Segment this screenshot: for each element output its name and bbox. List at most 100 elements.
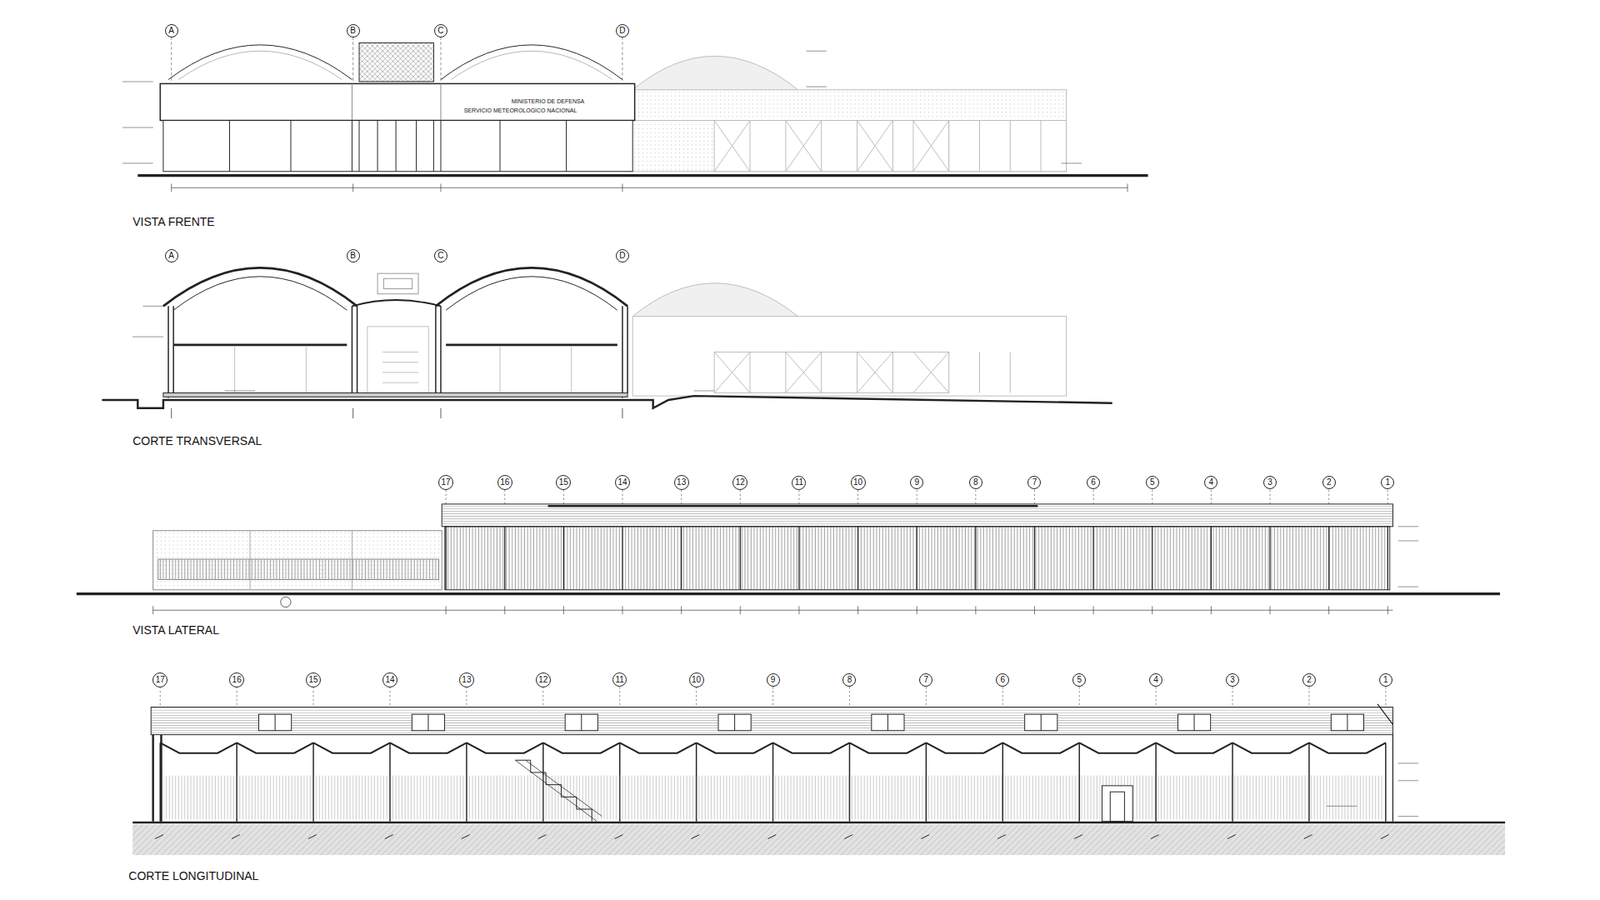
grid-line (1079, 686, 1080, 707)
footing-mark (844, 835, 853, 840)
grid-bubble: 3 (1225, 673, 1240, 687)
column-line (975, 526, 976, 590)
column-line (680, 526, 682, 590)
grid-bubble: C (434, 249, 448, 263)
dimension-tick (1270, 605, 1271, 615)
grid-line (1210, 490, 1212, 505)
column-line (798, 526, 800, 590)
grid-line (465, 686, 467, 707)
ceiling-profile (160, 742, 237, 753)
column-line (1151, 526, 1153, 590)
grid-bubble: 3 (1263, 475, 1277, 490)
grid-line (1093, 490, 1095, 505)
grid-bubble: C (434, 24, 448, 38)
grid-line (1270, 490, 1271, 505)
grid-bubble: 12 (732, 475, 748, 490)
footing-mark (997, 835, 1006, 840)
footing-mark (155, 835, 164, 840)
grid-line (622, 490, 624, 505)
grid-label: B (350, 251, 356, 260)
column-line (740, 526, 741, 590)
grid-bubble: 4 (1149, 673, 1163, 687)
grid-line (1002, 686, 1004, 707)
dimension-tick (1034, 605, 1035, 615)
grid-label: 16 (232, 675, 242, 685)
clerestory-mullion (734, 714, 735, 731)
grid-line (563, 490, 565, 505)
ceiling-profile (1232, 742, 1310, 753)
ceiling-profile (1079, 742, 1156, 753)
grid-bubble: 14 (382, 672, 398, 688)
grid-bubble: 4 (1204, 475, 1218, 490)
grid-label: 13 (676, 478, 686, 487)
grid-line (236, 686, 238, 707)
side-elevation (76, 490, 1500, 615)
grid-label: 3 (1267, 478, 1273, 487)
grid-bubble: D (615, 249, 630, 263)
footing-mark (308, 835, 317, 840)
grid-label: 10 (853, 478, 863, 487)
footing-mark (231, 835, 240, 840)
grid-bubble: 9 (766, 673, 780, 687)
column-line (445, 526, 446, 590)
ceiling-profile (466, 742, 544, 753)
grid-line (1387, 490, 1389, 505)
grid-label: 11 (795, 478, 804, 487)
column-line (1385, 742, 1386, 821)
view-title: VISTA FRENTE (132, 215, 215, 228)
grid-bubble: 16 (229, 672, 245, 688)
grid-bubble: 1 (1379, 673, 1393, 687)
grid-line (619, 686, 620, 707)
ceiling-profile (1002, 742, 1080, 753)
grid-bubble: 11 (791, 475, 806, 490)
grid-bubble: A (165, 249, 179, 263)
dimension-tick (504, 605, 505, 615)
grid-line (695, 686, 697, 707)
grid-label: A (168, 26, 175, 35)
grid-line (1385, 686, 1386, 707)
grid-label: 3 (1230, 675, 1235, 685)
grid-bubble: 14 (615, 475, 630, 490)
grid-bubble: B (346, 24, 360, 38)
grid-line (542, 686, 544, 707)
footing-mark (1227, 835, 1236, 840)
grid-bubble: 8 (842, 673, 856, 687)
grid-line (445, 490, 447, 505)
clerestory-mullion (580, 714, 582, 731)
grid-label: 7 (1032, 478, 1038, 487)
footing-mark (461, 835, 470, 840)
grid-label: 6 (1090, 478, 1096, 487)
footing-mark (920, 835, 930, 840)
clerestory-mullion (275, 714, 276, 731)
grid-label: B (350, 26, 356, 35)
view-title: VISTA LATERAL (132, 624, 220, 636)
grid-bubble: A (165, 24, 179, 38)
column-line (1387, 526, 1389, 590)
grid-label: 8 (973, 478, 979, 487)
grid-label: 4 (1209, 478, 1215, 487)
grid-line (313, 686, 315, 707)
clerestory-window (259, 714, 292, 731)
grid-line (1328, 490, 1330, 505)
footing-mark (1304, 835, 1313, 840)
footing-mark (385, 835, 394, 840)
clerestory-mullion (1346, 714, 1348, 731)
grid-bubble: 16 (497, 475, 513, 490)
grid-line (925, 686, 927, 707)
grid-bubble: 7 (1027, 475, 1041, 490)
grid-label: C (437, 26, 444, 35)
dimension-tick (622, 605, 624, 615)
dimension-tick (740, 605, 741, 615)
grid-line (1308, 686, 1310, 707)
grid-label: 16 (500, 478, 510, 487)
grid-bubble: 15 (555, 475, 571, 490)
grid-bubble: 17 (438, 475, 454, 490)
clerestory-window (871, 714, 905, 731)
grid-label: 12 (538, 675, 548, 685)
grid-bubble: 12 (535, 672, 551, 688)
grid-bubble: 13 (674, 475, 690, 490)
grid-label: A (168, 251, 175, 260)
column-line (1328, 526, 1330, 590)
dimension-tick (445, 605, 447, 615)
